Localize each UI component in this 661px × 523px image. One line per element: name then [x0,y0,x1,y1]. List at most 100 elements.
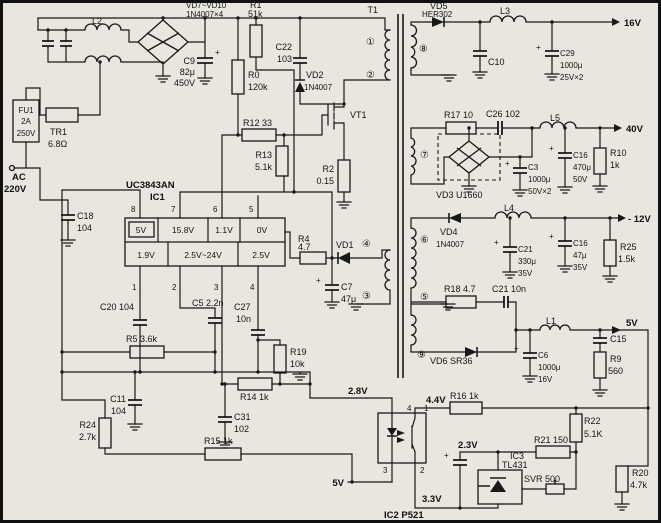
label-winding-5: ⑤ [420,292,429,303]
label-fb-33v: 3.3V [422,494,442,505]
optocoupler-ic2-box [377,412,427,464]
label-out-12v: - 12V [628,214,651,225]
ic1-5v-cell [128,221,155,238]
label-winding-7: ⑦ [420,150,429,161]
label-c9: C9 [183,56,195,66]
label-c21a-val: 330μ [518,257,536,266]
resistor-r1 [249,24,263,58]
label-ic3: IC3 [510,451,524,461]
opto-internals [391,412,416,464]
label-c21a: C21 [518,245,533,254]
arrow-16v-icon [612,18,620,26]
vd5-diode-icon [432,17,444,27]
label-c16a-val2: 50V [573,175,588,184]
label-c16a: C16 [573,151,588,160]
label-pin2: 2 [172,283,177,292]
ic1-dividers [124,217,286,267]
label-winding-3: ③ [362,291,371,302]
arrow-5v-icon [612,326,621,334]
resistor-r12 [241,128,277,142]
label-r4: R4 [298,234,310,244]
label-c9-val: 82μ [180,67,195,77]
label-v-0: 0V [257,225,268,235]
label-r15: R15 1k [204,436,233,446]
label-out-5v: 5V [626,318,638,329]
label-r9: R9 [610,354,622,364]
label-r0: R0 [248,70,260,80]
label-l4: L4 [504,203,514,213]
resistor-r15 [204,447,242,461]
ground-symbols [60,71,630,511]
label-l2: L2 [92,16,102,26]
c6-plus-icon: + [514,344,519,353]
label-winding-9: ⑨ [417,350,426,361]
label-r12: R12 33 [243,118,272,128]
bridge-rectifier-vd7-vd10 [137,19,189,65]
label-c7: C7 [341,282,353,292]
resistor-r18 [445,295,477,309]
label-vd7-10-val: 1N4007×4 [186,10,224,19]
label-c31-val: 102 [234,424,249,434]
label-pin5: 5 [249,205,254,214]
tl431-triangle-icon [490,480,506,492]
thermistor-tr1 [45,107,79,123]
label-r14: R14 1k [240,392,269,402]
label-pin6: 6 [213,205,218,214]
resistor-r21 [535,445,571,459]
label-r5: R5 3.6k [126,334,158,344]
label-c21b: C21 10n [492,284,526,294]
label-ic1: IC1 [150,192,166,203]
c16a-plus-icon: + [549,144,554,153]
tl431-ic3-box [477,469,523,505]
resistor-r14 [237,377,273,391]
label-pin3: 3 [214,283,219,292]
label-c16a-val: 470μ [573,163,591,172]
label-v-19: 1.9V [137,250,155,260]
label-c9-val2: 450V [174,78,195,88]
label-vd1: VD1 [336,240,354,250]
label-r25-val: 1.5k [618,254,636,264]
label-c29-val2: 25V×2 [560,73,584,82]
label-c6: C6 [538,351,549,360]
label-r0-val: 120k [248,82,268,92]
c16b-plus-icon: + [549,232,554,241]
label-c3: C3 [528,163,539,172]
label-c21a-val2: 35V [518,269,533,278]
resistor-r17 [445,121,477,135]
label-t1: T1 [367,5,378,15]
label-ac-val: 220V [4,184,27,195]
label-r24-val: 2.7k [79,432,97,442]
label-c31: C31 [234,412,251,422]
label-c7-val: 47μ [341,294,356,304]
labels: L2 VD7~VD10 1N4007×4 R1 51k T1 VD5 HER30… [4,0,651,521]
vd6-diode-icon [465,347,477,357]
label-winding-2: ② [366,70,375,81]
label-fu1-val2: 250V [17,129,36,138]
label-ac: AC [12,172,26,183]
label-vd2-val: 1N4007 [304,83,333,92]
label-fu1-val: 2A [21,117,31,126]
label-vd4: VD4 [440,227,458,237]
label-c22: C22 [275,42,292,52]
resistor-r24 [98,417,112,449]
label-r21: R21 150 [534,435,568,445]
label-opto-pin4: 4 [407,404,412,413]
c3-plus-icon: + [505,159,510,168]
label-ic1-name: UC3843AN [126,180,175,191]
label-r9-val: 560 [608,366,623,376]
label-r24: R24 [79,420,96,430]
c9-plus-icon: + [215,48,220,57]
label-out-40v: 40V [626,124,644,135]
label-tr1-val: 6.8Ω [48,139,68,149]
label-r19-val: 10k [290,359,305,369]
vd2-diode-icon [295,82,305,92]
resistor-r2 [337,159,351,193]
label-c3-val: 1000μ [528,175,551,184]
arrow-12v-icon [618,214,626,222]
label-c18: C18 [77,211,94,221]
label-v-5v: 5V [136,225,147,235]
diode-triangles [295,17,626,492]
resistor-r19 [273,344,287,374]
